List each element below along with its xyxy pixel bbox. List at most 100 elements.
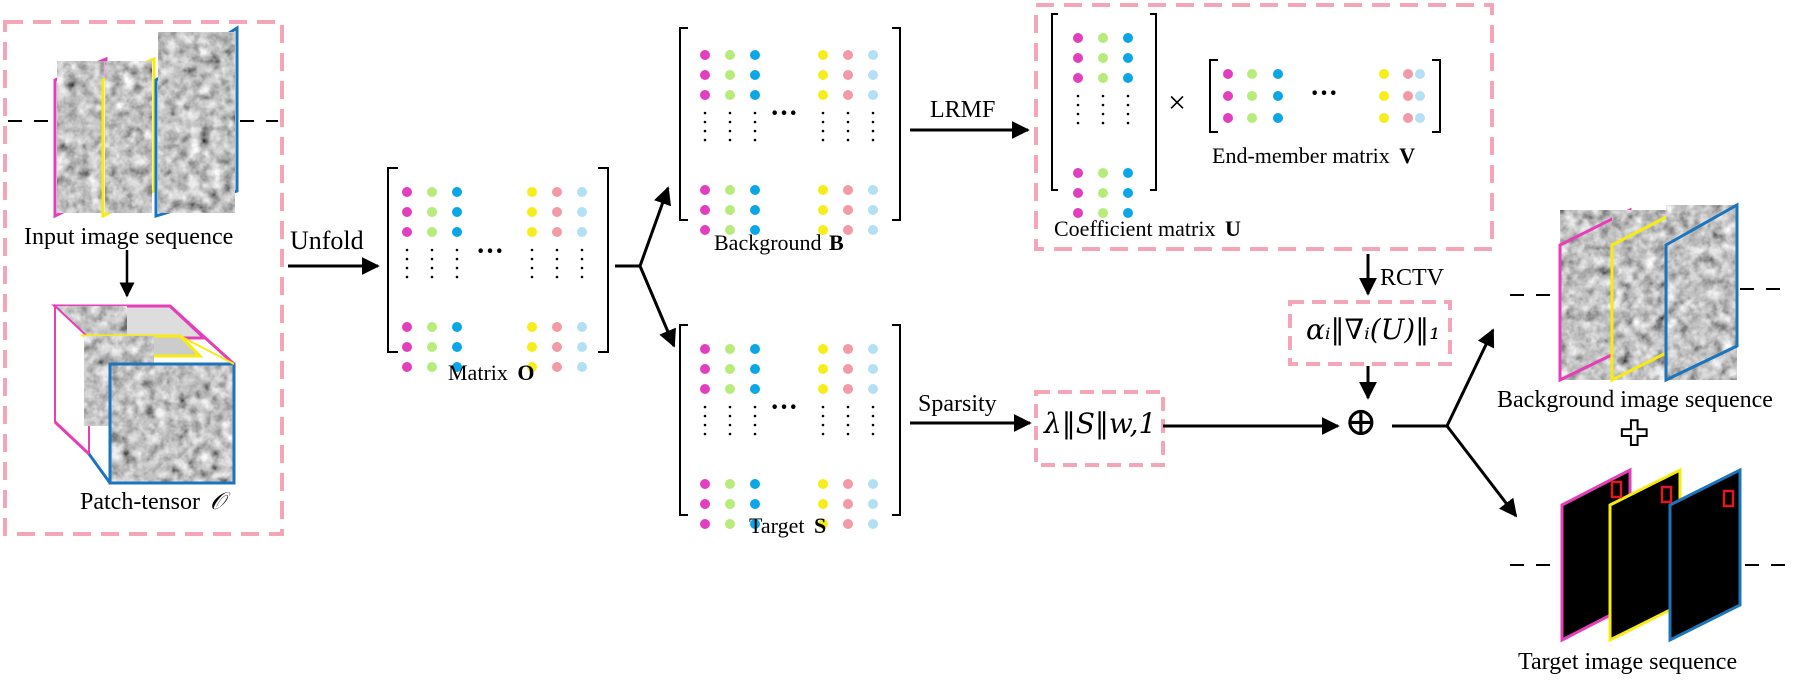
- vertical-ellipsis-dot: [1076, 121, 1080, 125]
- target-s-label: Target S: [749, 515, 826, 537]
- matrix-s: [679, 324, 901, 529]
- matrix-dot: [1098, 73, 1108, 83]
- vertical-ellipsis-dot: [405, 248, 409, 252]
- vertical-ellipsis-dot: [821, 432, 825, 436]
- matrix-v: [1209, 59, 1441, 133]
- vertical-ellipsis-dot: [703, 414, 707, 418]
- matrix-dot: [1123, 53, 1133, 63]
- matrix-dot: [552, 207, 562, 217]
- matrix-dot: [700, 225, 710, 235]
- matrix-dot: [1073, 33, 1083, 43]
- coefficient-symbol: U: [1225, 216, 1241, 241]
- matrix-dot: [818, 50, 828, 60]
- background-b-symbol: B: [829, 230, 844, 255]
- matrix-dot: [843, 344, 853, 354]
- vertical-ellipsis-dot: [430, 266, 434, 270]
- vertical-ellipsis-dot: [871, 111, 875, 115]
- matrix-dot: [750, 205, 760, 215]
- matrix-dot: [843, 185, 853, 195]
- target-marker-2: [1660, 485, 1673, 504]
- vertical-ellipsis-dot: [1101, 94, 1105, 98]
- matrix-dot: [750, 90, 760, 100]
- vertical-ellipsis-dot: [430, 275, 434, 279]
- vertical-ellipsis-dot: [846, 405, 850, 409]
- matrix-dot: [818, 205, 828, 215]
- matrix-dot: [750, 50, 760, 60]
- target-s-symbol: S: [813, 513, 827, 538]
- vertical-ellipsis-dot: [1076, 103, 1080, 107]
- rctv-label: RCTV: [1380, 265, 1445, 291]
- matrix-b: [679, 27, 901, 235]
- matrix-o-label: Matrix O: [448, 362, 535, 384]
- vertical-ellipsis-dot: [846, 138, 850, 142]
- matrix-dot: [725, 519, 735, 529]
- vertical-ellipsis-dot: [871, 120, 875, 124]
- matrix-dot: [843, 384, 853, 394]
- matrix-dot: [818, 364, 828, 374]
- matrix-dot: [552, 227, 562, 237]
- matrix-dot: [402, 207, 412, 217]
- matrix-dot: [725, 90, 735, 100]
- target-frame-stack: [1560, 467, 1742, 643]
- vertical-ellipsis-dot: [530, 275, 534, 279]
- vertical-ellipsis-dot: [455, 248, 459, 252]
- matrix-dot: [725, 344, 735, 354]
- vertical-ellipsis-dot: [430, 248, 434, 252]
- matrix-dot: [818, 185, 828, 195]
- input-dashed-box: [3, 20, 284, 536]
- matrix-dot: [552, 362, 562, 372]
- matrix-o-symbol: O: [517, 360, 535, 385]
- vertical-ellipsis-dot: [455, 266, 459, 270]
- vertical-ellipsis-dot: [1101, 121, 1105, 125]
- matrix-b-ellipsis: ···: [770, 98, 799, 129]
- matrix-dot: [750, 185, 760, 195]
- matrix-dot: [868, 50, 878, 60]
- matrix-dot: [725, 50, 735, 60]
- matrix-dot: [818, 225, 828, 235]
- matrix-dot: [1073, 73, 1083, 83]
- matrix-dot: [725, 364, 735, 374]
- matrix-dot: [452, 187, 462, 197]
- matrix-dot: [843, 364, 853, 374]
- matrix-dot: [818, 384, 828, 394]
- matrix-dot: [868, 70, 878, 80]
- matrix-dot: [700, 499, 710, 509]
- patch-tensor-cube: [51, 303, 236, 485]
- matrix-dot: [700, 70, 710, 80]
- matrix-dot: [868, 519, 878, 529]
- matrix-s-ellipsis: ···: [770, 392, 799, 423]
- matrix-dot: [527, 227, 537, 237]
- vertical-ellipsis-dot: [703, 432, 707, 436]
- matrix-dot: [1123, 188, 1133, 198]
- matrix-dot: [725, 225, 735, 235]
- matrix-dot: [725, 205, 735, 215]
- matrix-dot: [700, 364, 710, 374]
- vertical-ellipsis-dot: [871, 405, 875, 409]
- vertical-ellipsis-dot: [580, 275, 584, 279]
- vertical-ellipsis-dot: [405, 266, 409, 270]
- matrix-dot: [402, 362, 412, 372]
- matrix-dot: [1273, 91, 1283, 101]
- matrix-dot: [700, 205, 710, 215]
- matrix-dot: [750, 225, 760, 235]
- vertical-ellipsis-dot: [753, 423, 757, 427]
- vertical-ellipsis-dot: [821, 405, 825, 409]
- patch-tensor-text: Patch-tensor: [80, 489, 200, 515]
- matrix-dot: [868, 185, 878, 195]
- matrix-dot: [452, 207, 462, 217]
- matrix-dot: [452, 322, 462, 332]
- background-b-text: Background: [714, 230, 822, 255]
- plus-outline-icon: ✚: [1619, 416, 1649, 453]
- vertical-ellipsis-dot: [1101, 112, 1105, 116]
- vertical-ellipsis-dot: [1126, 103, 1130, 107]
- matrix-dot: [1403, 69, 1413, 79]
- unfold-label: Unfold: [290, 226, 364, 255]
- input-sequence-label: Input image sequence: [24, 224, 234, 250]
- matrix-dot: [868, 205, 878, 215]
- vertical-ellipsis-dot: [530, 257, 534, 261]
- matrix-dot: [402, 187, 412, 197]
- matrix-dot: [725, 70, 735, 80]
- lrmf-label: LRMF: [930, 97, 996, 123]
- matrix-dot: [1123, 33, 1133, 43]
